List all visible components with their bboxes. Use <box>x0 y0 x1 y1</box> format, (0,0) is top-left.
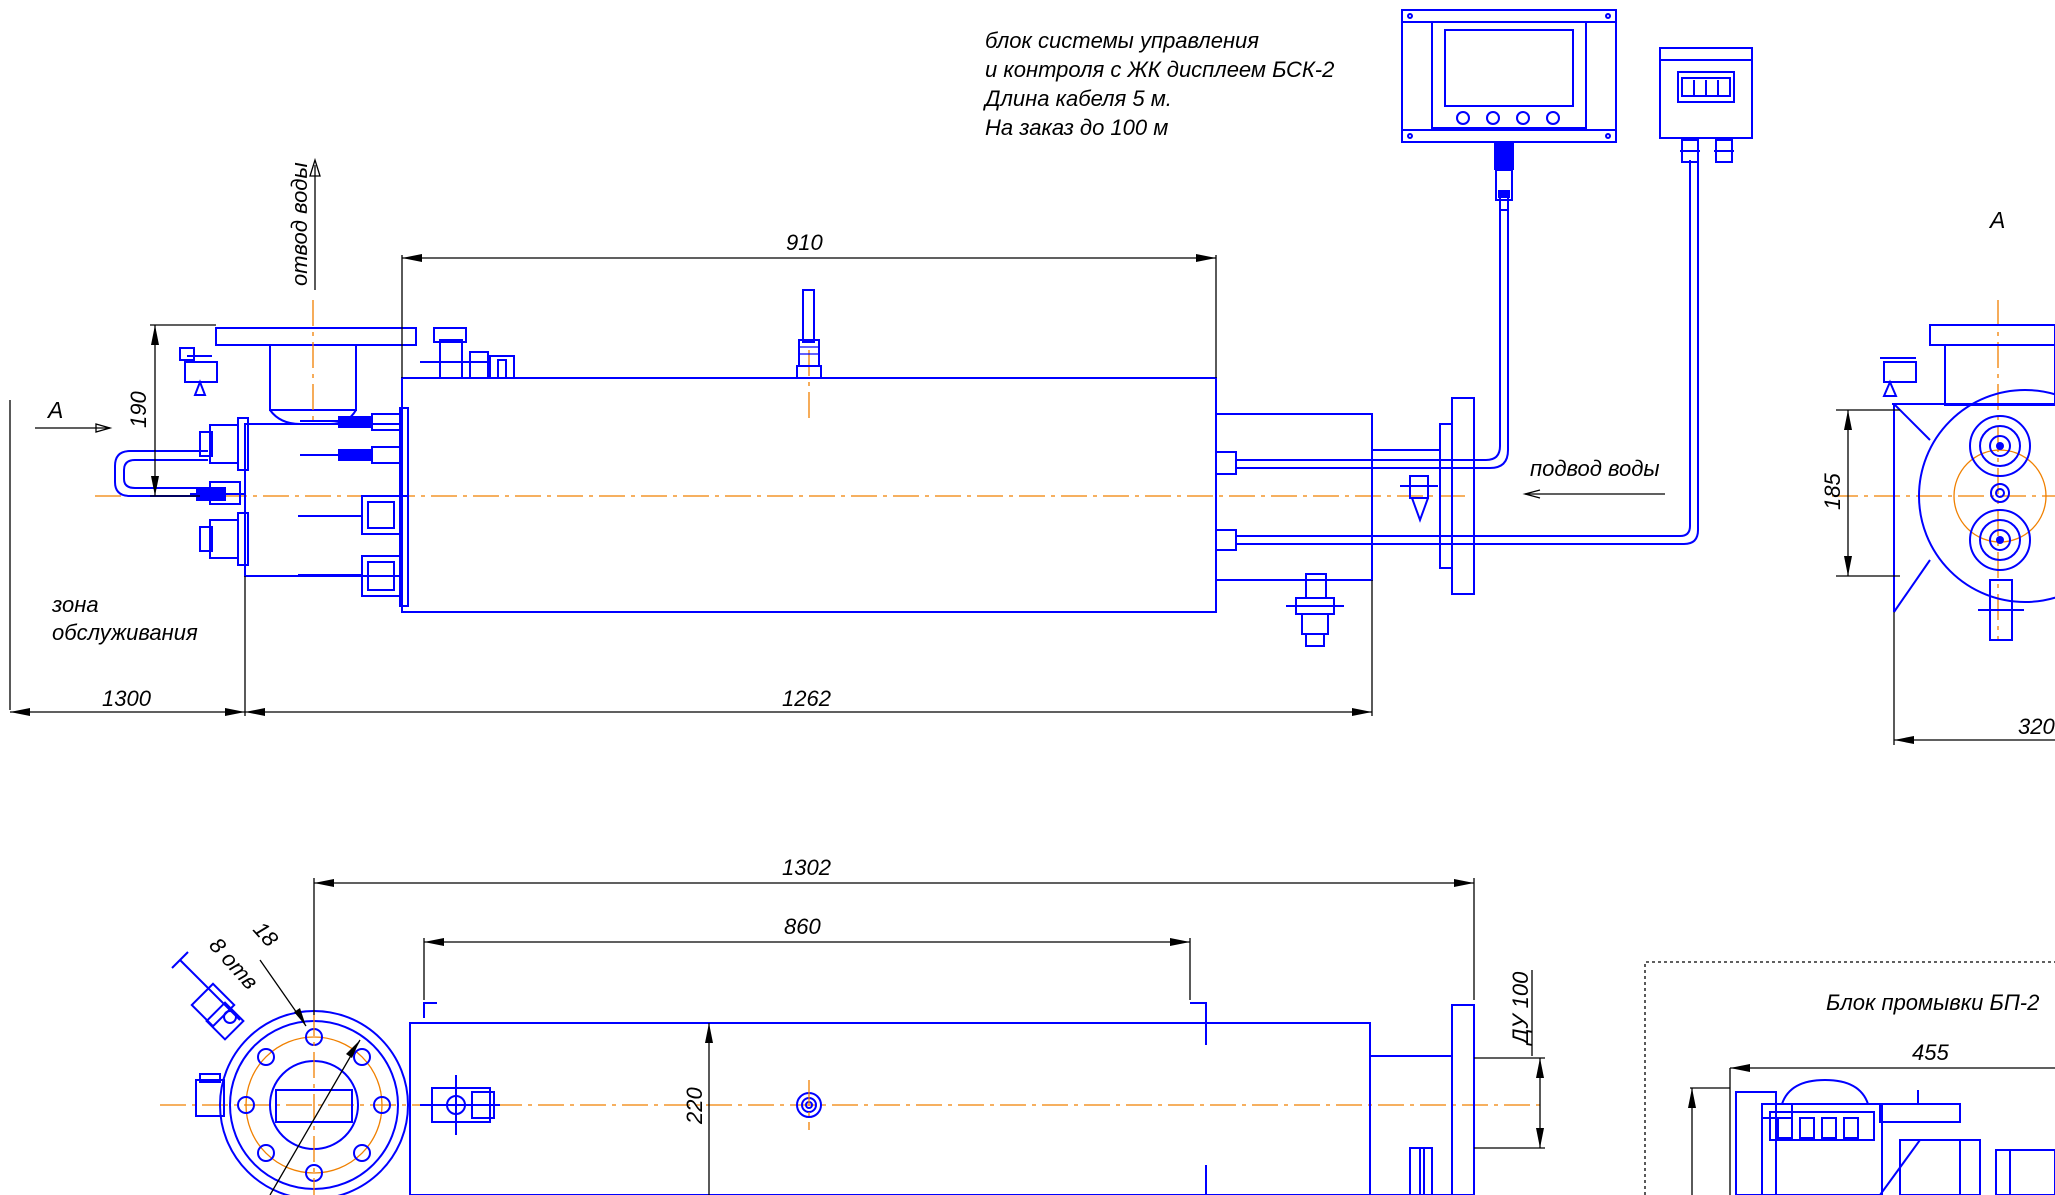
view-a: А 185 320 <box>1820 207 2055 745</box>
plan-body <box>409 1022 1371 1195</box>
plan-view: 1302 860 220 ДУ 100 8 отв 18 <box>160 855 1545 1195</box>
flush-block: Блок промывки БП-2 455 <box>1644 961 2055 1195</box>
label-water-outlet: отвод воды <box>287 162 312 286</box>
lamp-connectors <box>190 417 249 566</box>
label-flange-hole-dia: 18 <box>248 917 283 952</box>
dim-service-zone: 1300 <box>102 686 152 711</box>
view-a-body-circle <box>1918 389 2055 603</box>
dim-total-length: 1262 <box>782 686 831 711</box>
label-control-block-4: На заказ до 100 м <box>985 115 1168 140</box>
label-service-zone-1: зона <box>51 592 99 617</box>
label-control-block-2: и контроля с ЖК дисплеем БСК-2 <box>985 57 1334 82</box>
dim-plan-total: 1302 <box>782 855 831 880</box>
dim-plan-body: 860 <box>784 914 821 939</box>
label-water-inlet: подвод воды <box>1530 456 1660 481</box>
control-block-bsk2 <box>1401 9 1617 211</box>
display-cable <box>1236 198 1501 461</box>
side-elevation-view: 910 190 1300 1262 отвод воды подвод воды… <box>9 9 1753 716</box>
dim-view-a-width: 320 <box>2018 714 2055 739</box>
dim-body-diameter: 220 <box>682 1087 707 1125</box>
label-service-zone-2: обслуживания <box>52 620 198 645</box>
label-flush-block: Блок промывки БП-2 <box>1826 990 2039 1015</box>
sensor-cable <box>1236 160 1691 537</box>
outlet-flange <box>215 327 417 346</box>
sensor-block <box>1659 47 1753 163</box>
uv-sensor <box>802 289 815 343</box>
label-nominal-diameter: ДУ 100 <box>1508 971 1533 1047</box>
bypass-tube <box>114 450 210 497</box>
dim-body-length: 910 <box>786 230 823 255</box>
dim-flush-width: 455 <box>1912 1040 1949 1065</box>
plan-fittings <box>171 951 500 1135</box>
lcd-display <box>1431 21 1587 129</box>
label-view-a-arrow: А <box>46 397 63 423</box>
label-control-block-1: блок системы управления <box>985 28 1259 53</box>
view-a-lamp-top <box>1969 415 2031 477</box>
right-end-cap <box>1215 413 1373 581</box>
dim-view-a-height: 185 <box>1820 473 1845 510</box>
label-control-block-3: Длина кабеля 5 м. <box>982 86 1172 111</box>
view-a-title: А <box>1988 207 2005 233</box>
dimensions-side <box>10 254 1373 716</box>
dimensions-plan <box>313 878 1545 1195</box>
dim-outlet-height: 190 <box>126 391 151 428</box>
view-a-lamp-bottom <box>1969 509 2031 571</box>
head-valves <box>420 327 515 379</box>
cable-glands <box>298 413 401 597</box>
